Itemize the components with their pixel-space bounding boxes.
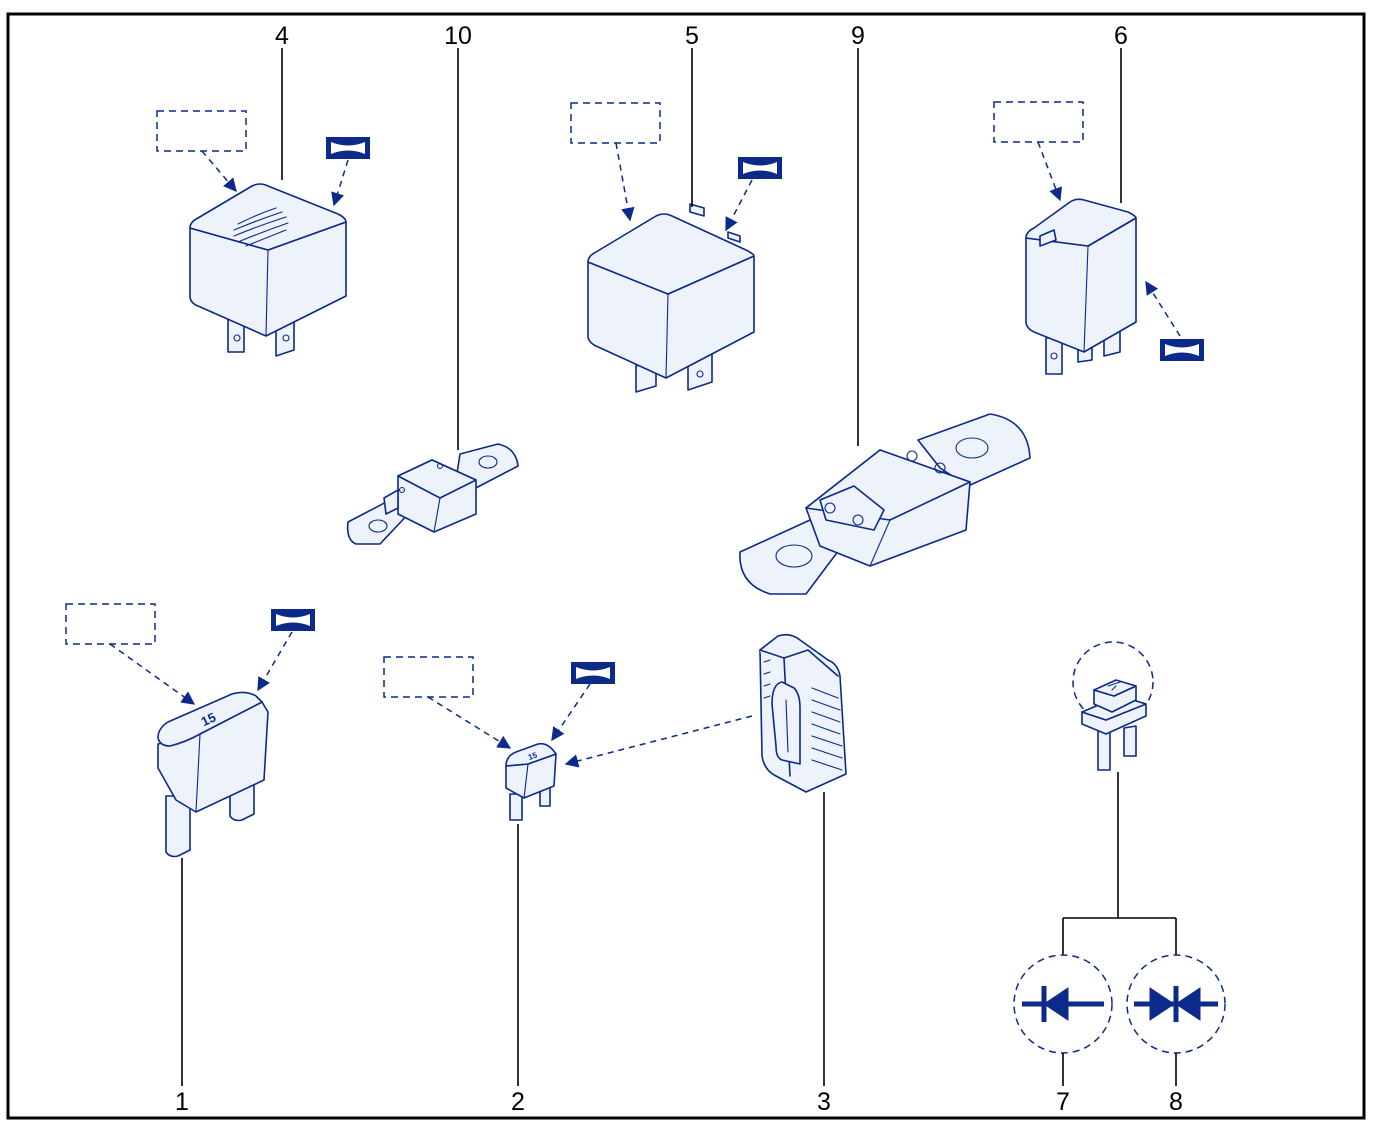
- connector-tag-icon: [571, 662, 615, 684]
- callout-3: 3: [817, 1088, 831, 1116]
- connector-tag-icon: [1160, 339, 1204, 361]
- diode-symbol-7: [1013, 954, 1113, 1086]
- mini-fuse-2: 15: [383, 656, 753, 1086]
- connector-tag-icon: [326, 137, 370, 159]
- relay-5: [570, 48, 782, 393]
- relay-6: [993, 48, 1204, 375]
- grip-ridges: [811, 687, 843, 771]
- callout-8: 8: [1169, 1088, 1183, 1116]
- connector-tag-icon: [738, 157, 782, 179]
- maxi-fuse-1: 15: [65, 603, 315, 1086]
- label-box-icon: [156, 110, 247, 152]
- connector-tag-icon: [271, 609, 315, 631]
- label-box-icon: [570, 102, 661, 144]
- relay-4: [156, 48, 370, 357]
- fuse-puller-3: [759, 633, 847, 1086]
- callout-7: 7: [1056, 1088, 1070, 1116]
- callout-10: 10: [444, 22, 472, 50]
- midi-fuse-10: [346, 48, 519, 545]
- callout-1: 1: [175, 1088, 189, 1116]
- label-box-icon: [65, 603, 156, 645]
- diagram-frame: [6, 12, 1366, 1120]
- diode-module: [1062, 641, 1177, 955]
- fuse-rating-text: 15: [199, 709, 218, 729]
- callout-5: 5: [685, 22, 699, 50]
- fuse-rating-text: 15: [527, 750, 539, 762]
- label-box-icon: [383, 656, 474, 698]
- callout-9: 9: [851, 22, 865, 50]
- vent-slots: [233, 207, 289, 247]
- label-box-icon: [993, 101, 1084, 143]
- callout-4: 4: [275, 22, 289, 50]
- diode-symbol-8: [1126, 954, 1226, 1086]
- callout-2: 2: [511, 1088, 525, 1116]
- mega-fuse-9: [739, 48, 1031, 595]
- callout-6: 6: [1114, 22, 1128, 50]
